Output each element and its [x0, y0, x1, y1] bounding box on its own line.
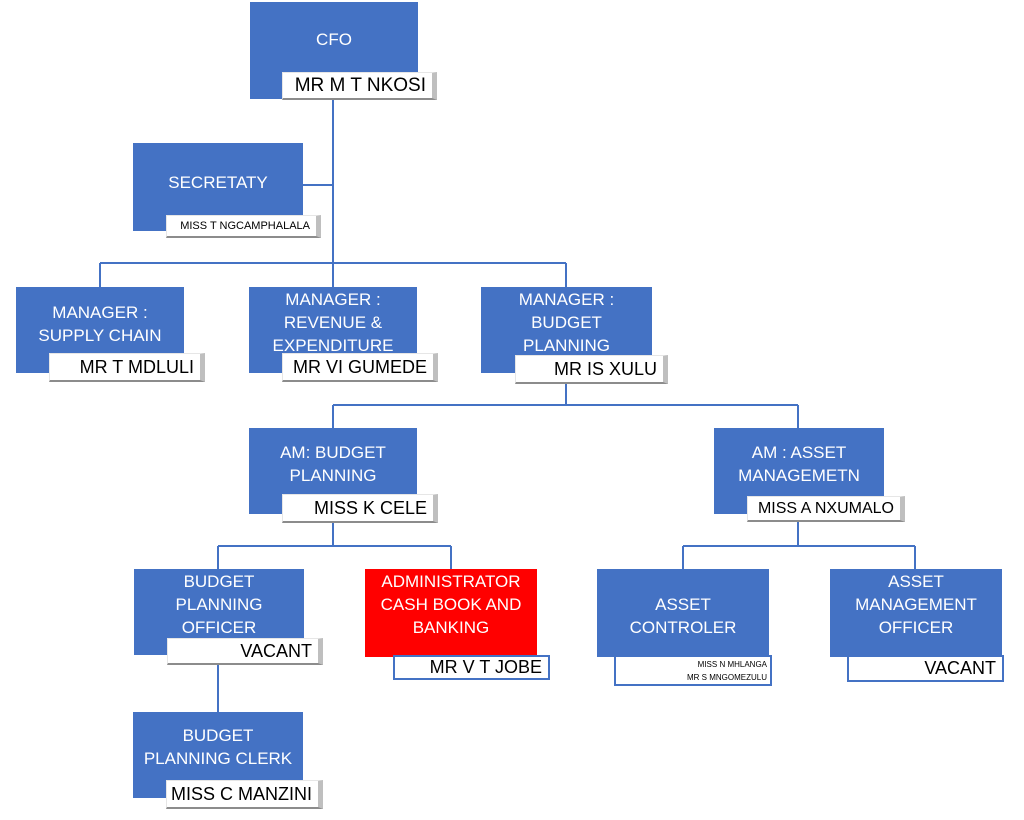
cfo-name: MR M T NKOSI	[282, 72, 437, 100]
budget-planning-officer-name: VACANT	[167, 638, 323, 665]
manager-revenue-title: MANAGER : REVENUE & EXPENDITURE	[272, 290, 394, 355]
administrator-cash-book-name: MR V T JOBE	[393, 655, 550, 680]
asset-controller-names: MISS N MHLANGA MR S MNGOMEZULU	[614, 655, 772, 686]
asset-controller-box: ASSET CONTROLER	[597, 569, 769, 657]
manager-supply-chain-title: MANAGER : SUPPLY CHAIN	[38, 303, 162, 345]
manager-revenue-name: MR VI GUMEDE	[282, 353, 438, 382]
am-asset-management-name: MISS A NXUMALO	[747, 496, 905, 522]
am-budget-planning-name: MISS K CELE	[282, 494, 438, 523]
asset-controller-name-1: MISS N MHLANGA	[697, 659, 767, 669]
asset-controller-title: ASSET CONTROLER	[629, 595, 737, 637]
administrator-cash-book-title: ADMINISTRATOR CASH BOOK AND BANKING	[380, 572, 522, 637]
asset-management-officer-box: ASSET MANAGEMENT OFFICER	[830, 569, 1002, 657]
cfo-title: CFO	[316, 30, 352, 49]
budget-planning-clerk-title: BUDGET PLANNING CLERK	[143, 726, 293, 768]
am-budget-planning-title: AM: BUDGET PLANNING	[280, 443, 386, 485]
budget-planning-clerk-name: MISS C MANZINI	[166, 780, 323, 809]
asset-management-officer-name: VACANT	[847, 655, 1004, 682]
manager-budget-planning-name: MR IS XULU	[515, 355, 668, 384]
budget-planning-officer-title: BUDGET PLANNING OFFICER	[175, 572, 263, 637]
secretary-title: SECRETATY	[168, 173, 268, 192]
asset-controller-name-2: MR S MNGOMEZULU	[687, 672, 767, 682]
secretary-name: MISS T NGCAMPHALALA	[166, 215, 321, 238]
administrator-cash-book-box: ADMINISTRATOR CASH BOOK AND BANKING	[365, 569, 537, 657]
am-asset-management-title: AM : ASSET MANAGEMETN	[738, 443, 860, 485]
manager-budget-planning-title: MANAGER : BUDGET PLANNING	[518, 290, 615, 355]
asset-management-officer-title: ASSET MANAGEMENT OFFICER	[855, 572, 977, 637]
manager-supply-chain-name: MR T MDLULI	[49, 353, 205, 382]
